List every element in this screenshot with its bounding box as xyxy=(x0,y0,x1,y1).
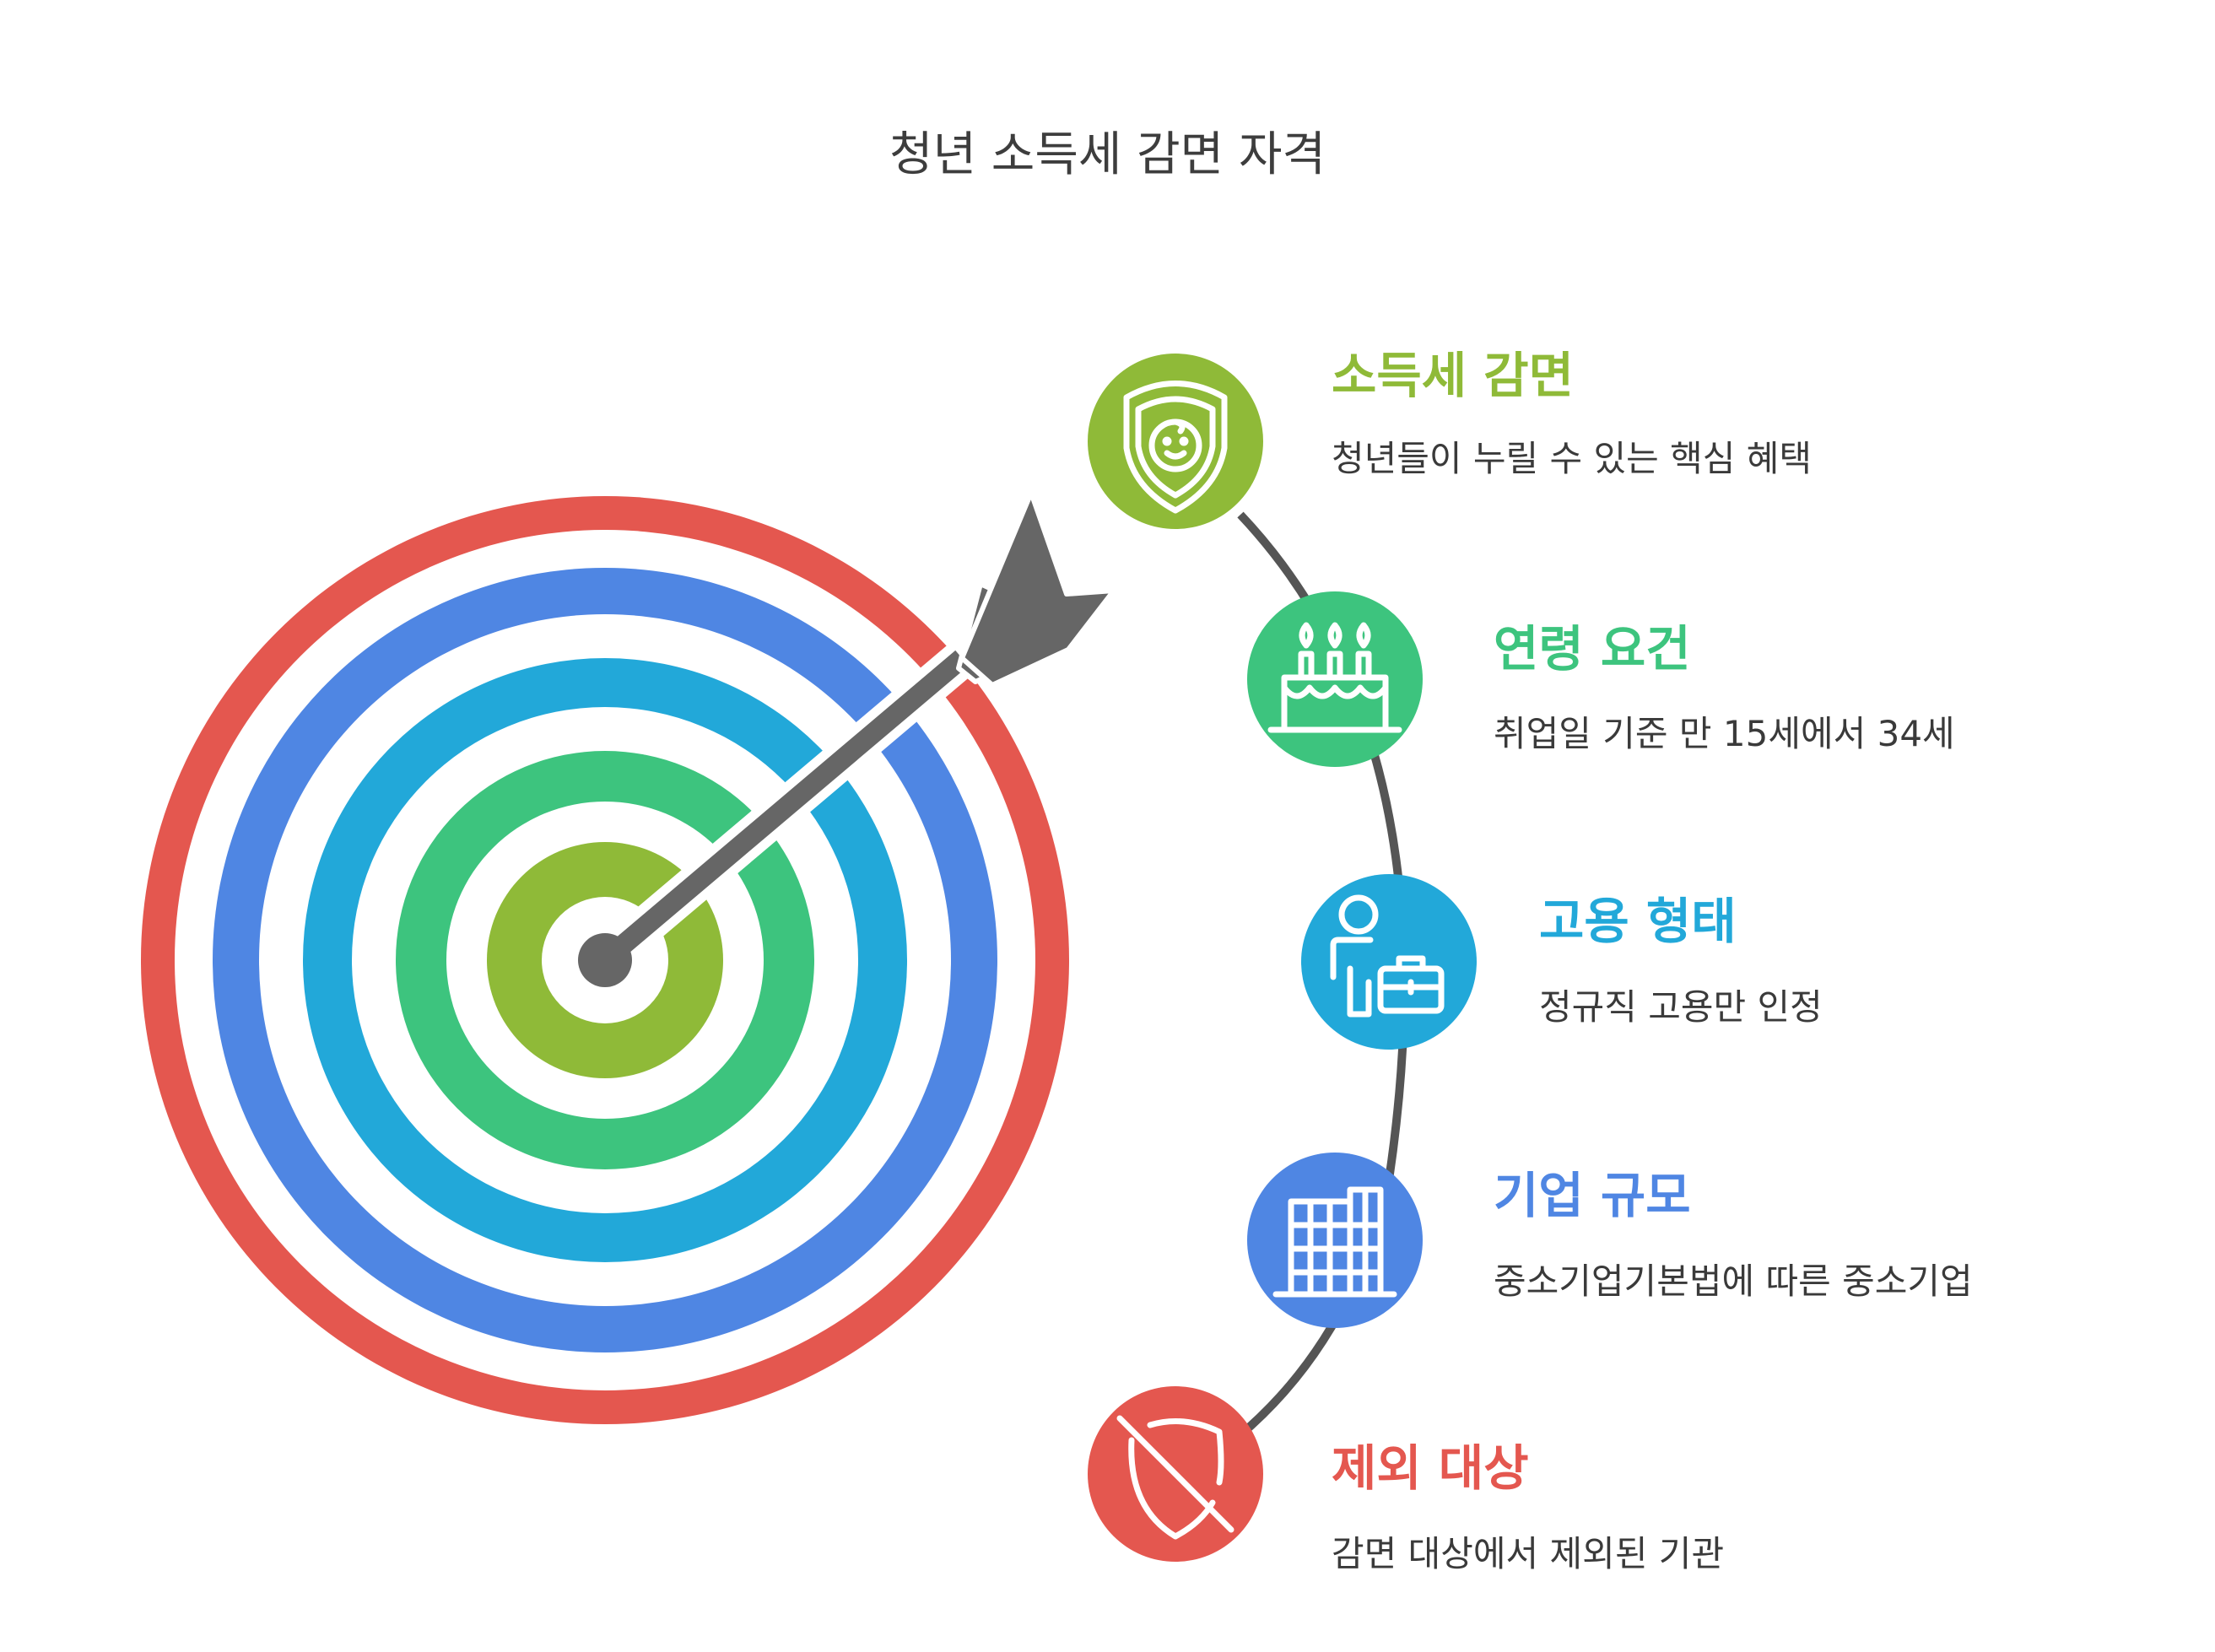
birthday-cake-icon xyxy=(1267,622,1402,733)
item-desc-employment: 정규직 고용만 인정 xyxy=(1539,986,1823,1028)
shield-face-icon xyxy=(1123,381,1228,514)
item-desc-income-tax: 청년들이 누릴 수 있는 핵심 혜택 xyxy=(1332,438,1813,479)
office-building-icon xyxy=(1272,1186,1397,1298)
item-circle-employment xyxy=(1301,874,1477,1050)
item-title-excluded: 제외 대상 xyxy=(1332,1439,1529,1497)
item-title-employment: 고용 형태 xyxy=(1539,893,1737,950)
arrow-shaft xyxy=(598,650,969,969)
item-circle-income-tax xyxy=(1088,354,1263,529)
arrow-graphic xyxy=(578,490,1116,987)
arrow-tip xyxy=(578,933,632,987)
arrow-fletching-3 xyxy=(959,490,1116,688)
item-desc-excluded: 감면 대상에서 제외된 기관 xyxy=(1332,1533,1725,1574)
item-title-age: 연령 요건 xyxy=(1494,620,1691,678)
item-title-company-size: 기업 규모 xyxy=(1494,1167,1691,1224)
item-desc-company-size: 중소기업기본법에 따른 중소기업 xyxy=(1494,1261,1973,1302)
item-circle-company-size xyxy=(1247,1153,1423,1328)
item-desc-age: 취업일 기준 만 15세에서 34세 xyxy=(1494,713,1955,754)
item-title-income-tax: 소득세 감면 xyxy=(1332,347,1574,404)
page-title: 청년 소득세 감면 자격 xyxy=(889,127,1326,182)
person-briefcase-icon xyxy=(1330,894,1445,1018)
shield-off-icon xyxy=(1116,1415,1234,1540)
